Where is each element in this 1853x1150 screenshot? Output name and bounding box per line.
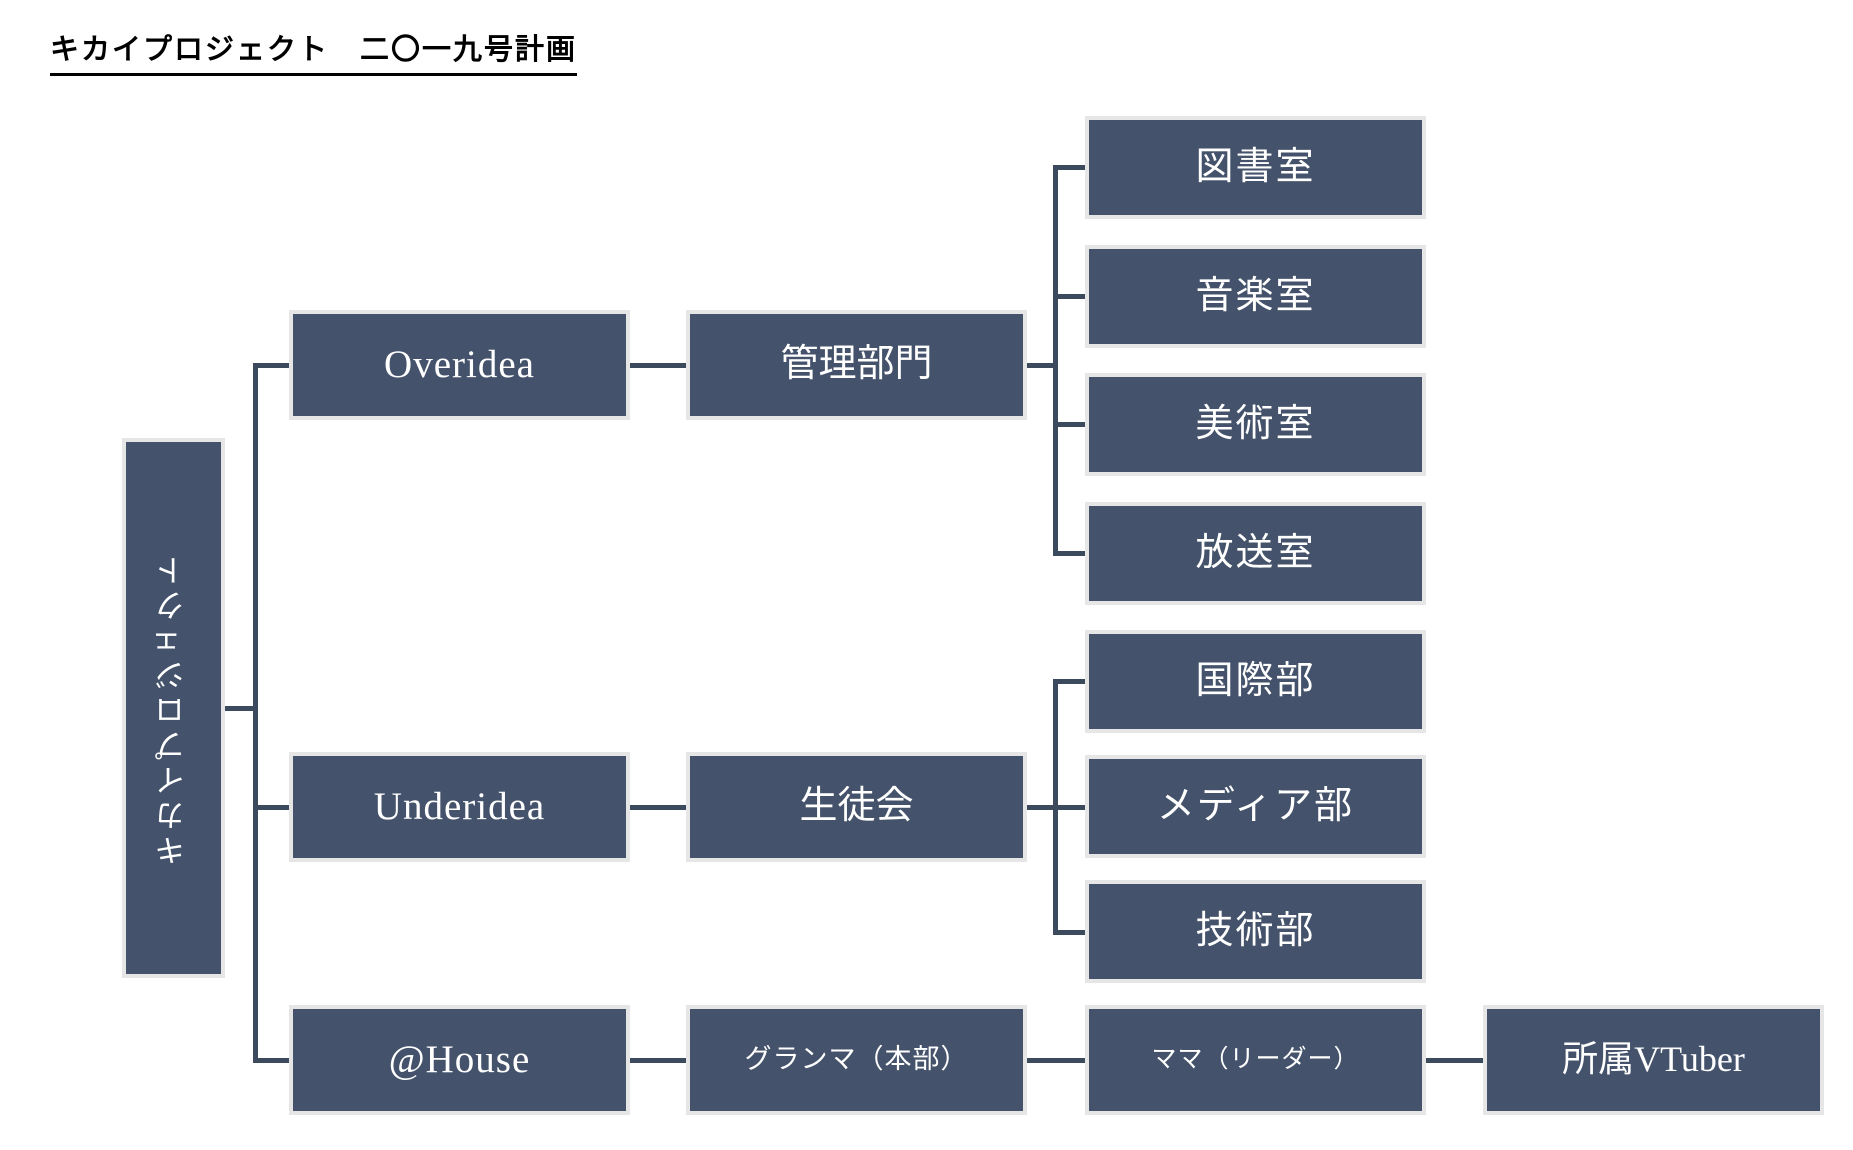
node-ongakushitsu[interactable]: 音楽室: [1085, 245, 1426, 348]
node-granma-honbu[interactable]: グランマ（本部）: [686, 1005, 1027, 1115]
node-shozoku-vtuber[interactable]: 所属VTuber: [1483, 1005, 1824, 1115]
connector-trunk-to-athouse: [253, 1058, 293, 1063]
node-label: 国際部: [1195, 659, 1316, 702]
connector-kanri-bus: [1053, 165, 1058, 555]
node-mediabu[interactable]: メディア部: [1085, 755, 1426, 858]
node-label: 技術部: [1195, 909, 1316, 952]
node-label: 所属VTuber: [1562, 1039, 1745, 1080]
connector-overidea-to-kanri: [627, 363, 689, 368]
node-kanri-bumon[interactable]: 管理部門: [686, 310, 1027, 420]
node-label: ママ（リーダー）: [1151, 1046, 1360, 1074]
node-label: Underidea: [373, 784, 546, 828]
node-label: Overidea: [384, 342, 535, 386]
connector-trunk-to-underidea: [253, 805, 293, 810]
node-label: キカイプロジェクト: [155, 550, 192, 866]
node-label: 生徒会: [799, 785, 914, 828]
node-toshoshitsu[interactable]: 図書室: [1085, 116, 1426, 219]
connector-kanri-stub: [1024, 363, 1058, 368]
node-kokusaibu[interactable]: 国際部: [1085, 630, 1426, 733]
connector-seitokai-to-kokusaibu: [1053, 679, 1089, 684]
node-gijutsubu[interactable]: 技術部: [1085, 880, 1426, 983]
connector-athouse-to-granma: [627, 1058, 689, 1063]
node-label: グランマ（本部）: [744, 1044, 969, 1075]
connector-kanri-to-hososhitsu: [1053, 551, 1089, 556]
node-label: 管理部門: [780, 343, 933, 386]
connector-seitokai-to-gijutsubu: [1053, 930, 1089, 935]
node-label: @House: [388, 1037, 531, 1081]
node-label: 美術室: [1195, 402, 1316, 445]
connector-main-trunk: [253, 365, 258, 1060]
node-label: 音楽室: [1195, 274, 1316, 317]
node-bijutsushitsu[interactable]: 美術室: [1085, 373, 1426, 476]
node-athouse[interactable]: @House: [289, 1005, 630, 1115]
node-overidea[interactable]: Overidea: [289, 310, 630, 420]
connector-seitokai-to-mediabu: [1053, 805, 1089, 810]
node-label: 放送室: [1195, 531, 1316, 574]
node-root-kikai-project[interactable]: キカイプロジェクト: [122, 438, 225, 978]
connector-seitokai-stub: [1024, 805, 1058, 810]
node-hososhitsu[interactable]: 放送室: [1085, 502, 1426, 605]
connector-kanri-to-bijutsushitsu: [1053, 422, 1089, 427]
node-mama-leader[interactable]: ママ（リーダー）: [1085, 1005, 1426, 1115]
page-title: キカイプロジェクト 二〇一九号計画: [50, 32, 578, 77]
node-label: メディア部: [1156, 784, 1355, 827]
connector-trunk-to-overidea: [253, 363, 293, 368]
connector-kanri-to-toshoshitsu: [1053, 165, 1089, 170]
connector-root-to-trunk: [222, 706, 258, 711]
connector-kanri-to-ongakushitsu: [1053, 294, 1089, 299]
connector-underidea-to-seitokai: [627, 805, 689, 810]
node-underidea[interactable]: Underidea: [289, 752, 630, 862]
node-label: 図書室: [1195, 145, 1316, 188]
node-seitokai[interactable]: 生徒会: [686, 752, 1027, 862]
connector-granma-to-mama: [1024, 1058, 1088, 1063]
connector-mama-to-vtuber: [1423, 1058, 1486, 1063]
